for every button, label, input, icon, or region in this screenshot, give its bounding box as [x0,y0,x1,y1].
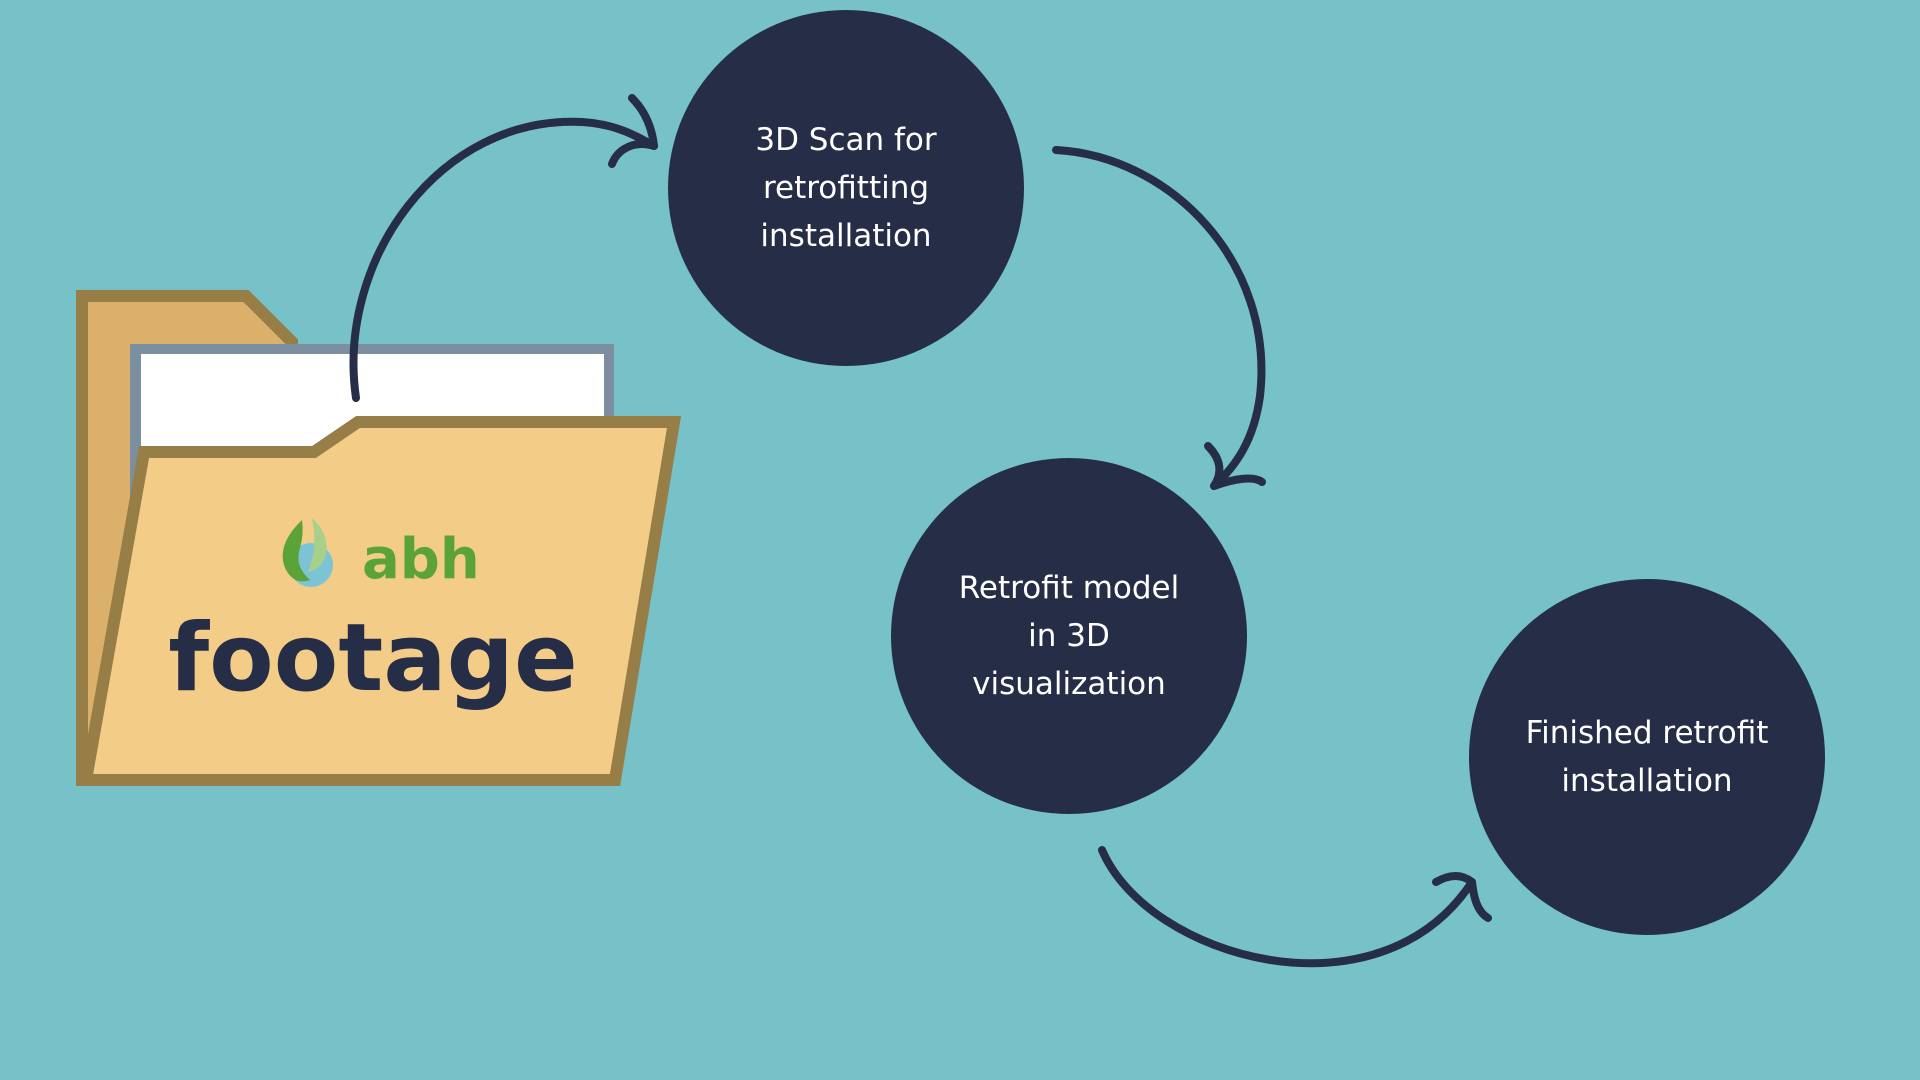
step-2-line-2: in 3D [1028,618,1110,654]
folder-icon: abh footage [76,290,682,786]
droplet-logo-icon [282,518,333,587]
folder-front-flap [78,416,682,786]
curved-arrow-icon [349,94,658,402]
step-label-1: 3D Scan for retrofitting installation [696,116,996,260]
step-circle-1 [668,10,1024,366]
logo-wordmark: abh [362,527,480,592]
step-1-line-1: 3D Scan for [755,122,937,158]
step-1-line-3: installation [760,218,932,254]
curved-arrow-icon [1052,146,1266,490]
step-2-line-3: visualization [972,666,1166,702]
step-label-2: Retrofit model in 3D visualization [919,564,1219,708]
step-circle-3 [1469,579,1825,935]
step-circle-2 [891,458,1247,814]
step-3-line-1: Finished retrofit [1525,715,1769,751]
step-1-line-2: retrofitting [762,170,930,206]
step-2-line-1: Retrofit model [958,570,1180,606]
step-3-line-2: installation [1561,763,1733,799]
curved-arrow-icon [1098,846,1492,968]
folder-title: footage [168,604,577,713]
step-label-3: Finished retrofit installation [1497,709,1797,805]
